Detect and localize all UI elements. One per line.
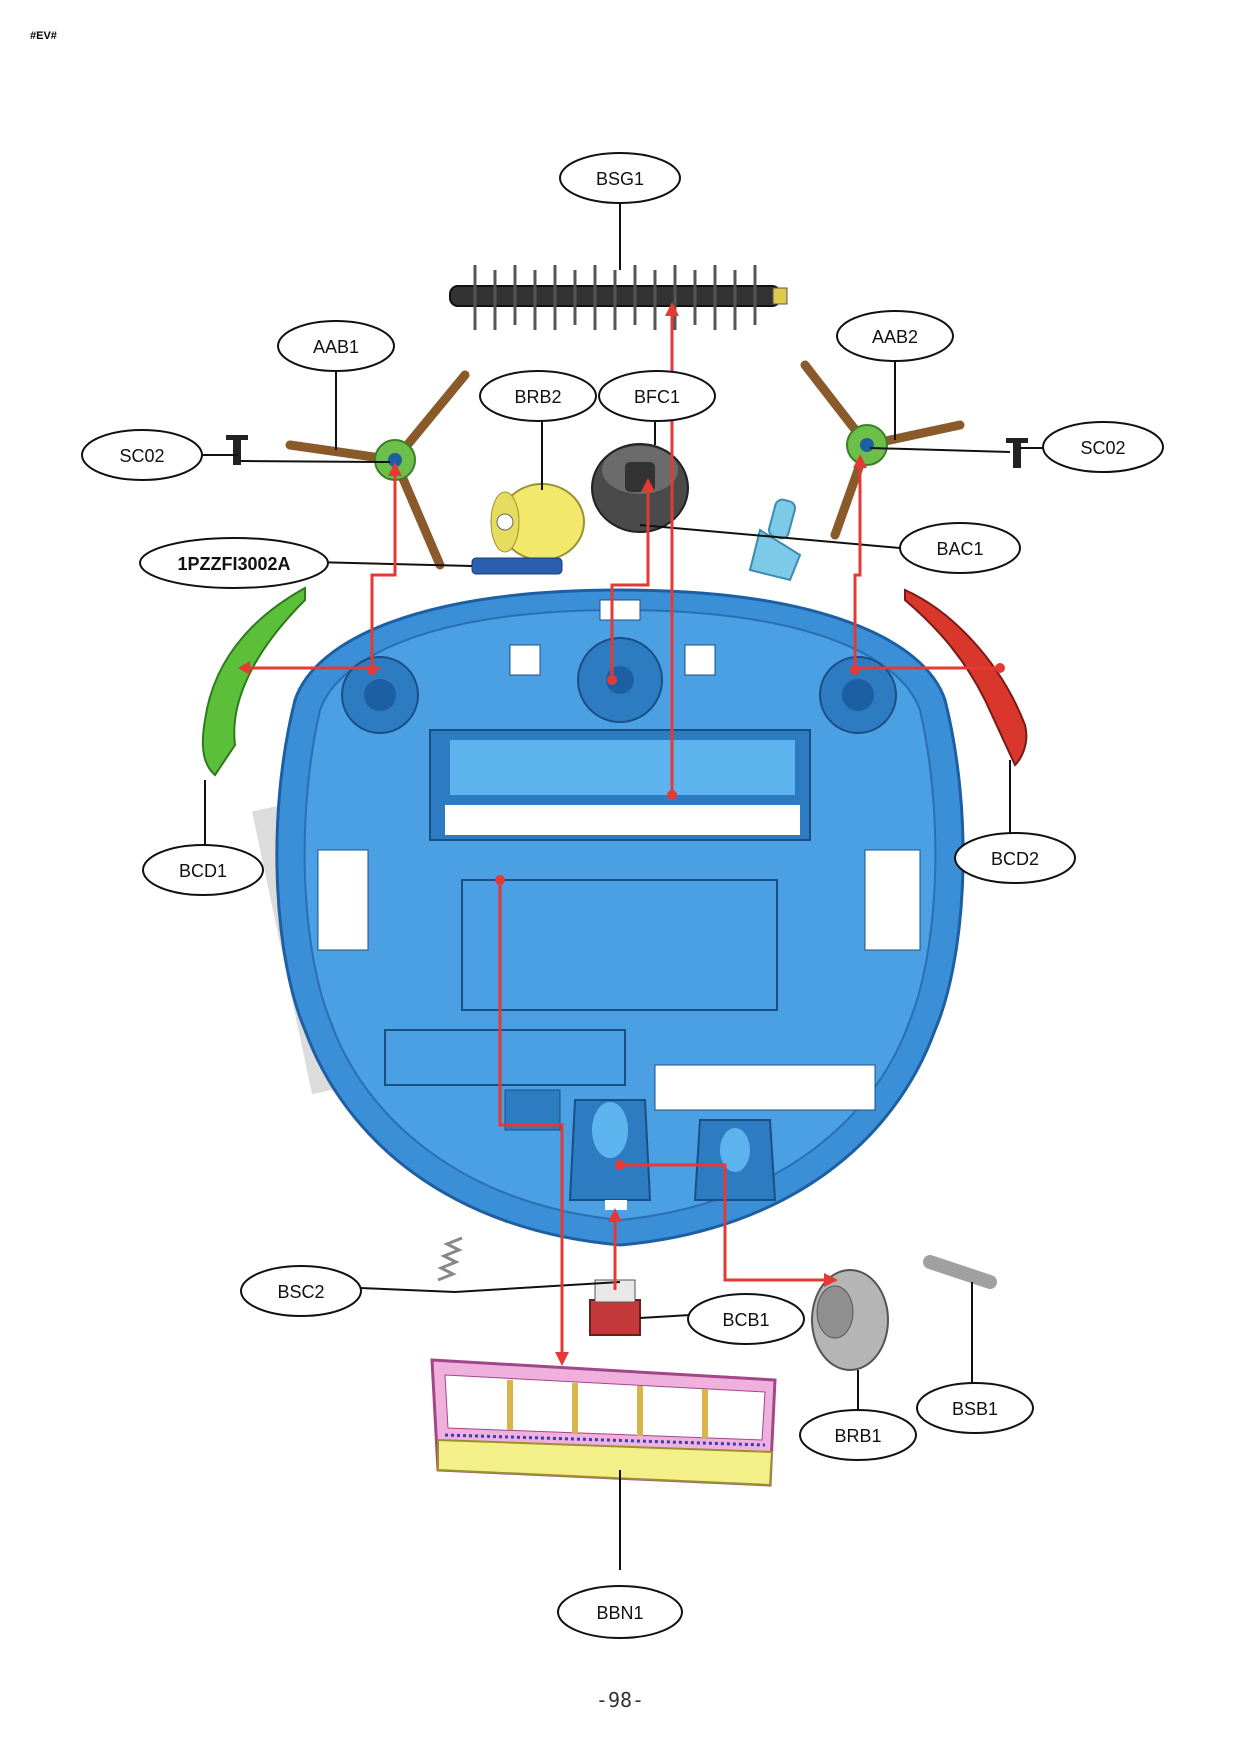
callout-bcd2 [954,832,1076,884]
callout-sc02-right [1042,421,1164,473]
label-sc02-left: SC02 [119,446,164,466]
corner-guard-bcd2 [904,588,1028,767]
label-aab1: AAB1 [313,337,359,357]
callout-sc02-left [81,429,203,481]
label-brb2: BRB2 [514,387,561,407]
red-leader-dots [367,663,1005,1170]
robot-body [275,588,965,1247]
wheel-brb1 [811,1269,889,1371]
callout-bsg1 [559,152,681,204]
callout-bcb1 [687,1293,805,1345]
label-brb1: BRB1 [834,1426,881,1446]
callout-labels: BSG1 AAB1 AAB2 BRB2 BFC1 SC02 SC02 BAC1 … [119,169,1125,1623]
side-brush-aab1 [226,370,470,570]
callout-aab1 [277,320,395,372]
main-brush-bsg1 [449,265,788,330]
label-sc02-right: SC02 [1080,438,1125,458]
corner-mark: #EV# [30,30,57,42]
label-bcd2: BCD2 [991,849,1039,869]
label-bsb1: BSB1 [952,1399,998,1419]
label-bsg1: BSG1 [596,169,644,189]
callout-bsc2 [240,1265,362,1317]
corner-guard-bcd1 [201,586,306,777]
axle-bac1 [748,498,802,582]
callout-brb2 [479,370,597,422]
label-bbn1: BBN1 [596,1603,643,1623]
dust-bin-bbn1 [430,1358,777,1487]
callout-bsb1 [916,1382,1034,1434]
axle-bsb1 [923,1255,997,1289]
callout-bbn1 [557,1585,683,1639]
callout-bac1 [899,522,1021,574]
label-aab2: AAB2 [872,327,918,347]
red-arrowheads [238,302,867,1366]
spring-bsc2 [437,1236,463,1282]
pin-1pzzfi3002a [471,557,563,575]
label-plate [654,1064,876,1111]
label-bcb1: BCB1 [722,1310,769,1330]
callouts [81,152,1164,1639]
label-1pzzfi3002a: 1PZZFI3002A [177,554,290,574]
callout-bcd1 [142,844,264,896]
label-bcd1: BCD1 [179,861,227,881]
black-leaders [200,202,1045,1570]
label-bac1: BAC1 [936,539,983,559]
label-bfc1: BFC1 [634,387,680,407]
label-bsc2: BSC2 [277,1282,324,1302]
page-number: -98- [595,1688,645,1712]
caster-bfc1 [591,443,689,533]
callout-1pzzfi3002a [139,537,329,589]
callout-brb1 [799,1409,917,1461]
bracket-bcb1 [589,1279,641,1336]
callout-bfc1 [598,370,716,422]
roller-brb2 [490,483,585,561]
callout-aab2 [836,310,954,362]
